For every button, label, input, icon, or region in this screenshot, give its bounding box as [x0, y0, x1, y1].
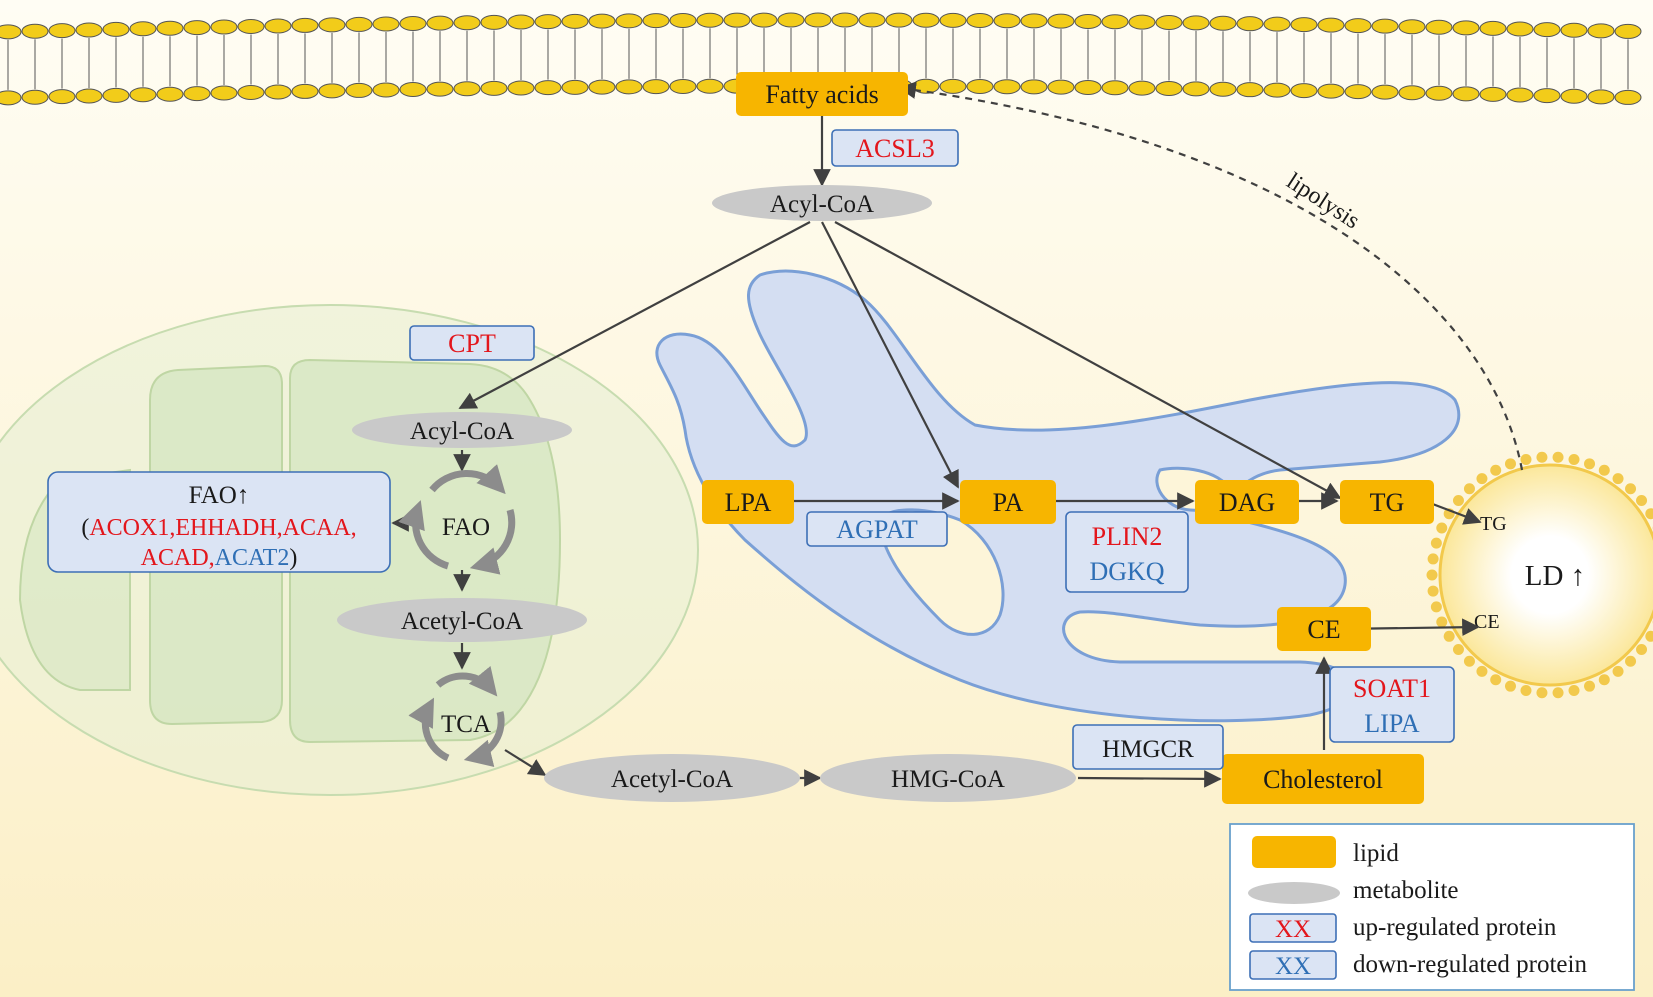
fao-up-proteins-1: ACOX1,EHHADH,ACAA, — [89, 515, 356, 541]
lipid-droplet: LD ↑ TG CE — [1426, 451, 1653, 699]
protein-soat1: SOAT1 — [1353, 674, 1431, 703]
svg-text:HMGCR: HMGCR — [1102, 736, 1194, 763]
metabolite-acetyl-coa-mito: Acetyl-CoA — [337, 598, 587, 642]
svg-text:CE: CE — [1307, 615, 1340, 644]
legend-down-swatch — [1249, 950, 1337, 980]
metabolite-hmg-coa: HMG-CoA — [820, 754, 1076, 802]
legend-metabolite-label: metabolite — [1353, 877, 1459, 904]
protein-agpat: AGPAT — [806, 511, 948, 547]
fao-down-proteins: ACAT2 — [215, 545, 290, 571]
lipid-dag: DAG — [1195, 480, 1299, 524]
protein-dgkq: DGKQ — [1089, 557, 1164, 586]
droplet-ce-label: CE — [1474, 611, 1500, 633]
svg-text:HMG-CoA: HMG-CoA — [891, 766, 1005, 793]
lipid-tg: TG — [1340, 480, 1434, 524]
svg-text:PA: PA — [993, 488, 1024, 517]
droplet-tg-label: TG — [1480, 513, 1507, 535]
protein-plin2-dgkq: PLIN2 DGKQ — [1065, 511, 1189, 593]
metabolite-acyl-coa-top: Acyl-CoA — [712, 185, 932, 221]
svg-text:Acyl-CoA: Acyl-CoA — [410, 418, 514, 445]
protein-hmgcr: HMGCR — [1072, 724, 1224, 770]
metabolite-acyl-coa-mito: Acyl-CoA — [352, 412, 572, 448]
pathway-arrows — [391, 81, 1524, 788]
svg-text:CPT: CPT — [448, 329, 496, 358]
svg-text:DAG: DAG — [1219, 488, 1275, 517]
legend-down-label: down-regulated protein — [1353, 951, 1587, 978]
svg-text:(ACOX1,EHHADH,ACAA,: (ACOX1,EHHADH,ACAA, — [81, 515, 356, 541]
legend-metabolite-swatch — [1248, 882, 1340, 904]
legend-lipid-swatch — [1252, 836, 1336, 868]
svg-text:LPA: LPA — [725, 488, 772, 517]
cell-membrane — [0, 12, 1642, 106]
fao-up-proteins-2: ACAD, — [141, 545, 215, 571]
svg-text:AGPAT: AGPAT — [836, 515, 918, 544]
tca-cycle-label: TCA — [441, 711, 491, 738]
metabolite-acetyl-coa-cyto: Acetyl-CoA — [544, 754, 800, 802]
lipid-fatty-acids: Fatty acids — [736, 72, 908, 116]
lipid-cholesterol: Cholesterol — [1222, 754, 1424, 804]
lipid-ce: CE — [1277, 607, 1371, 651]
protein-acsl3: ACSL3 — [831, 129, 959, 167]
fao-cycle-label: FAO — [442, 514, 490, 541]
svg-text:Acetyl-CoA: Acetyl-CoA — [401, 608, 523, 635]
svg-text:ACAD,ACAT2): ACAD,ACAT2) — [141, 545, 298, 571]
svg-text:Cholesterol: Cholesterol — [1263, 765, 1383, 794]
svg-text:Acetyl-CoA: Acetyl-CoA — [611, 766, 733, 793]
svg-text:TG: TG — [1370, 488, 1405, 517]
protein-plin2: PLIN2 — [1092, 522, 1163, 551]
legend-lipid-label: lipid — [1353, 840, 1399, 867]
tca-cycle: TCA — [408, 665, 505, 767]
legend-up-label: up-regulated protein — [1353, 914, 1557, 941]
legend-up-sample: XX — [1275, 916, 1311, 943]
fao-cycle: FAO — [398, 464, 516, 575]
fao-title: FAO↑ — [189, 482, 250, 509]
protein-fao-group: FAO↑ (ACOX1,EHHADH,ACAA, ACAD,ACAT2) — [47, 471, 391, 573]
svg-text:Acyl-CoA: Acyl-CoA — [770, 191, 874, 218]
lipid-lpa: LPA — [702, 480, 794, 524]
lipid-droplet-label: LD ↑ — [1525, 560, 1585, 592]
legend-up-swatch — [1249, 913, 1337, 943]
protein-soat1-lipa: SOAT1 LIPA — [1329, 666, 1455, 743]
svg-text:ACSL3: ACSL3 — [855, 134, 934, 163]
protein-lipa: LIPA — [1364, 709, 1420, 738]
lipid-pa: PA — [960, 480, 1056, 524]
legend-down-sample: XX — [1275, 953, 1311, 980]
svg-text:Fatty acids: Fatty acids — [765, 80, 878, 109]
protein-cpt: CPT — [409, 325, 535, 361]
legend: lipid metabolite XX up-regulated protein… — [1229, 823, 1635, 991]
